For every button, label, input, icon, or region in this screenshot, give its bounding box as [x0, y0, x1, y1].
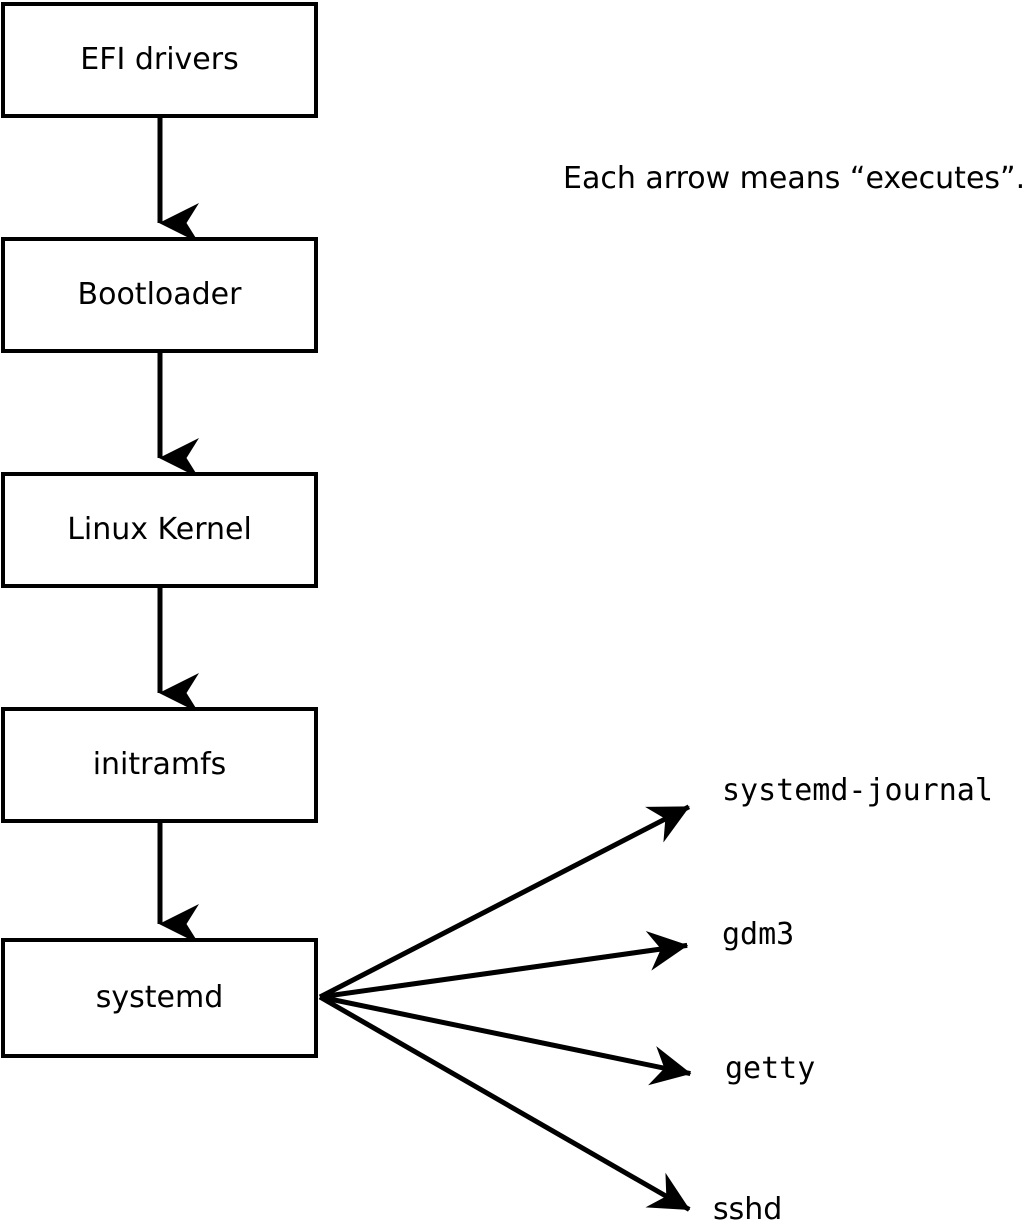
fan-arrow-systemd-to-sshd: [318, 994, 691, 1212]
fan-arrow-systemd-to-getty: [319, 994, 692, 1086]
node-label-systemd: systemd: [95, 980, 224, 1015]
node-efi-drivers: EFI drivers: [1, 2, 318, 118]
node-linux-kernel: Linux Kernel: [1, 472, 318, 588]
node-initramfs: initramfs: [1, 707, 318, 823]
node-label-efi-drivers: EFI drivers: [80, 42, 239, 77]
node-systemd: systemd: [1, 938, 318, 1058]
node-label-initramfs: initramfs: [92, 747, 227, 782]
leaf-label-systemd-journal: systemd-journal: [722, 773, 993, 808]
fan-arrow-group: [318, 804, 692, 1212]
node-label-bootloader: Bootloader: [77, 277, 242, 312]
legend-annotation: Each arrow means “executes”.: [563, 161, 1023, 196]
leaf-label-gdm3: gdm3: [722, 917, 795, 952]
node-bootloader: Bootloader: [1, 237, 318, 353]
leaf-label-getty: getty: [725, 1051, 816, 1086]
node-label-linux-kernel: Linux Kernel: [67, 512, 252, 547]
fan-arrow-systemd-to-systemd-journal: [318, 804, 691, 1000]
fan-arrow-systemd-to-gdm3: [319, 930, 689, 1000]
leaf-label-sshd: sshd: [713, 1192, 783, 1227]
